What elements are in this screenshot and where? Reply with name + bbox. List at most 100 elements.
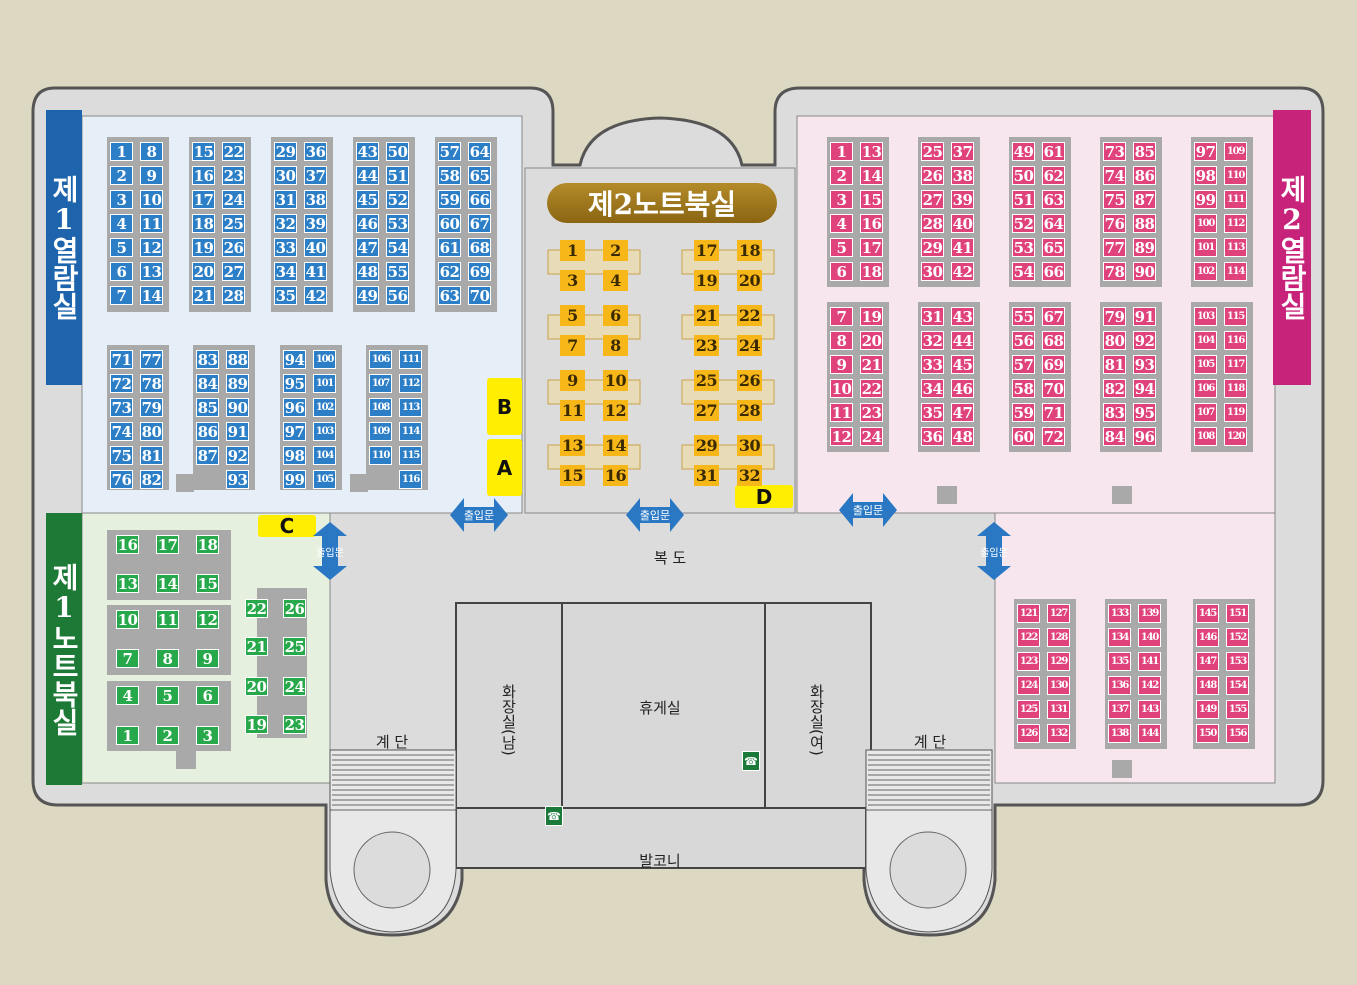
nb2-seat-21[interactable]: 21 (694, 305, 719, 326)
r2-seat-12[interactable]: 12 (830, 427, 853, 446)
r2-seat-111[interactable]: 111 (1224, 190, 1247, 209)
r2-seat-128[interactable]: 128 (1047, 628, 1070, 647)
r2-seat-109[interactable]: 109 (1224, 142, 1247, 161)
r2-seat-130[interactable]: 130 (1047, 676, 1070, 695)
r2-seat-47[interactable]: 47 (951, 403, 974, 422)
nb1-seat-15[interactable]: 15 (196, 574, 219, 593)
r2-seat-113[interactable]: 113 (1224, 238, 1247, 257)
r1-seat-41[interactable]: 41 (304, 262, 327, 281)
r1-seat-37[interactable]: 37 (304, 166, 327, 185)
nb1-seat-2[interactable]: 2 (156, 726, 179, 745)
r2-seat-133[interactable]: 133 (1108, 604, 1131, 623)
entrance-reading1[interactable]: 출입문 (450, 498, 508, 532)
r1-seat-27[interactable]: 27 (222, 262, 245, 281)
nb2-seat-6[interactable]: 6 (603, 305, 628, 326)
r2-seat-4[interactable]: 4 (830, 214, 853, 233)
r2-seat-39[interactable]: 39 (951, 190, 974, 209)
nb1-seat-13[interactable]: 13 (116, 574, 139, 593)
r2-seat-156[interactable]: 156 (1226, 724, 1249, 743)
r1-seat-78[interactable]: 78 (140, 374, 163, 393)
r1-seat-11[interactable]: 11 (140, 214, 163, 233)
r2-seat-64[interactable]: 64 (1042, 214, 1065, 233)
r1-seat-19[interactable]: 19 (192, 238, 215, 257)
r2-seat-20[interactable]: 20 (860, 331, 883, 350)
nb1-seat-20[interactable]: 20 (245, 677, 268, 696)
r2-seat-1[interactable]: 1 (830, 142, 853, 161)
r1-seat-109[interactable]: 109 (369, 422, 392, 441)
r1-seat-113[interactable]: 113 (399, 398, 422, 417)
r1-seat-91[interactable]: 91 (226, 422, 249, 441)
r2-seat-68[interactable]: 68 (1042, 331, 1065, 350)
r2-seat-32[interactable]: 32 (921, 331, 944, 350)
nb2-seat-13[interactable]: 13 (560, 435, 585, 456)
nb1-seat-23[interactable]: 23 (283, 715, 306, 734)
r2-seat-62[interactable]: 62 (1042, 166, 1065, 185)
nb2-seat-18[interactable]: 18 (737, 240, 762, 261)
r1-seat-69[interactable]: 69 (468, 262, 491, 281)
nb1-seat-22[interactable]: 22 (245, 599, 268, 618)
r1-seat-39[interactable]: 39 (304, 214, 327, 233)
r1-seat-87[interactable]: 87 (196, 446, 219, 465)
r2-seat-101[interactable]: 101 (1194, 238, 1217, 257)
r2-seat-33[interactable]: 33 (921, 355, 944, 374)
r2-seat-144[interactable]: 144 (1138, 724, 1161, 743)
r2-seat-97[interactable]: 97 (1194, 142, 1217, 161)
r1-seat-76[interactable]: 76 (110, 470, 133, 489)
r1-seat-44[interactable]: 44 (356, 166, 379, 185)
r2-seat-72[interactable]: 72 (1042, 427, 1065, 446)
r2-seat-120[interactable]: 120 (1224, 427, 1247, 446)
r1-seat-88[interactable]: 88 (226, 350, 249, 369)
r1-seat-62[interactable]: 62 (438, 262, 461, 281)
r1-seat-30[interactable]: 30 (274, 166, 297, 185)
nb2-seat-32[interactable]: 32 (737, 465, 762, 486)
r2-seat-124[interactable]: 124 (1017, 676, 1040, 695)
r2-seat-126[interactable]: 126 (1017, 724, 1040, 743)
r2-seat-2[interactable]: 2 (830, 166, 853, 185)
r1-seat-81[interactable]: 81 (140, 446, 163, 465)
r2-seat-21[interactable]: 21 (860, 355, 883, 374)
nb2-seat-15[interactable]: 15 (560, 465, 585, 486)
r2-seat-115[interactable]: 115 (1224, 307, 1247, 326)
r2-seat-49[interactable]: 49 (1012, 142, 1035, 161)
nb2-seat-27[interactable]: 27 (694, 400, 719, 421)
r2-seat-27[interactable]: 27 (921, 190, 944, 209)
r1-seat-100[interactable]: 100 (313, 350, 336, 369)
r1-seat-35[interactable]: 35 (274, 286, 297, 305)
r2-seat-26[interactable]: 26 (921, 166, 944, 185)
r2-seat-89[interactable]: 89 (1133, 238, 1156, 257)
r1-seat-29[interactable]: 29 (274, 142, 297, 161)
r1-seat-26[interactable]: 26 (222, 238, 245, 257)
nb2-seat-11[interactable]: 11 (560, 400, 585, 421)
nb1-seat-11[interactable]: 11 (156, 610, 179, 629)
r1-seat-67[interactable]: 67 (468, 214, 491, 233)
r1-seat-7[interactable]: 7 (110, 286, 133, 305)
r2-seat-40[interactable]: 40 (951, 214, 974, 233)
r2-seat-41[interactable]: 41 (951, 238, 974, 257)
r2-seat-13[interactable]: 13 (860, 142, 883, 161)
r2-seat-88[interactable]: 88 (1133, 214, 1156, 233)
r1-seat-15[interactable]: 15 (192, 142, 215, 161)
r2-seat-30[interactable]: 30 (921, 262, 944, 281)
r2-seat-148[interactable]: 148 (1196, 676, 1219, 695)
r2-seat-123[interactable]: 123 (1017, 652, 1040, 671)
r1-seat-16[interactable]: 16 (192, 166, 215, 185)
r1-seat-108[interactable]: 108 (369, 398, 392, 417)
r1-seat-31[interactable]: 31 (274, 190, 297, 209)
entrance-reading2[interactable]: 출입문 (839, 493, 897, 527)
r2-seat-46[interactable]: 46 (951, 379, 974, 398)
entrance-notebook1[interactable]: 출입문 (313, 522, 347, 580)
nb1-seat-12[interactable]: 12 (196, 610, 219, 629)
nb1-seat-4[interactable]: 4 (116, 686, 139, 705)
nb2-seat-22[interactable]: 22 (737, 305, 762, 326)
r2-seat-81[interactable]: 81 (1103, 355, 1126, 374)
r2-seat-16[interactable]: 16 (860, 214, 883, 233)
r1-seat-115[interactable]: 115 (399, 446, 422, 465)
r2-seat-79[interactable]: 79 (1103, 307, 1126, 326)
r2-seat-61[interactable]: 61 (1042, 142, 1065, 161)
nb2-seat-25[interactable]: 25 (694, 370, 719, 391)
r1-seat-46[interactable]: 46 (356, 214, 379, 233)
r2-seat-31[interactable]: 31 (921, 307, 944, 326)
r2-seat-155[interactable]: 155 (1226, 700, 1249, 719)
nb2-seat-23[interactable]: 23 (694, 335, 719, 356)
r2-seat-149[interactable]: 149 (1196, 700, 1219, 719)
